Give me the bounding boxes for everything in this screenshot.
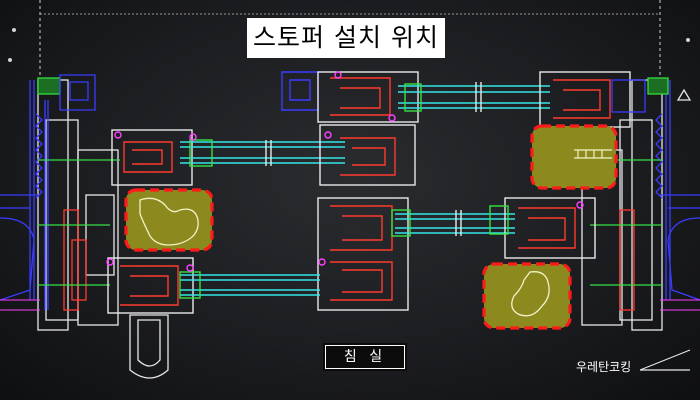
room-label: 침 실 [325,345,405,369]
sash-center-lower [317,197,596,311]
stopper-bottom-right [482,262,572,330]
stopper-top-right [530,124,618,190]
left-wall-frame [0,74,169,379]
urethane-callout-label: 우레탄코킹 [576,360,632,374]
stopper-left [124,188,214,252]
urethane-leader [639,349,691,371]
border-guides [8,0,690,86]
right-wall-frame [580,77,700,371]
sash-left-lower [106,257,320,314]
sash-left-upper [111,124,416,186]
diagram-title: 스토퍼 설치 위치 [247,18,445,58]
sash-top-center [281,71,631,128]
